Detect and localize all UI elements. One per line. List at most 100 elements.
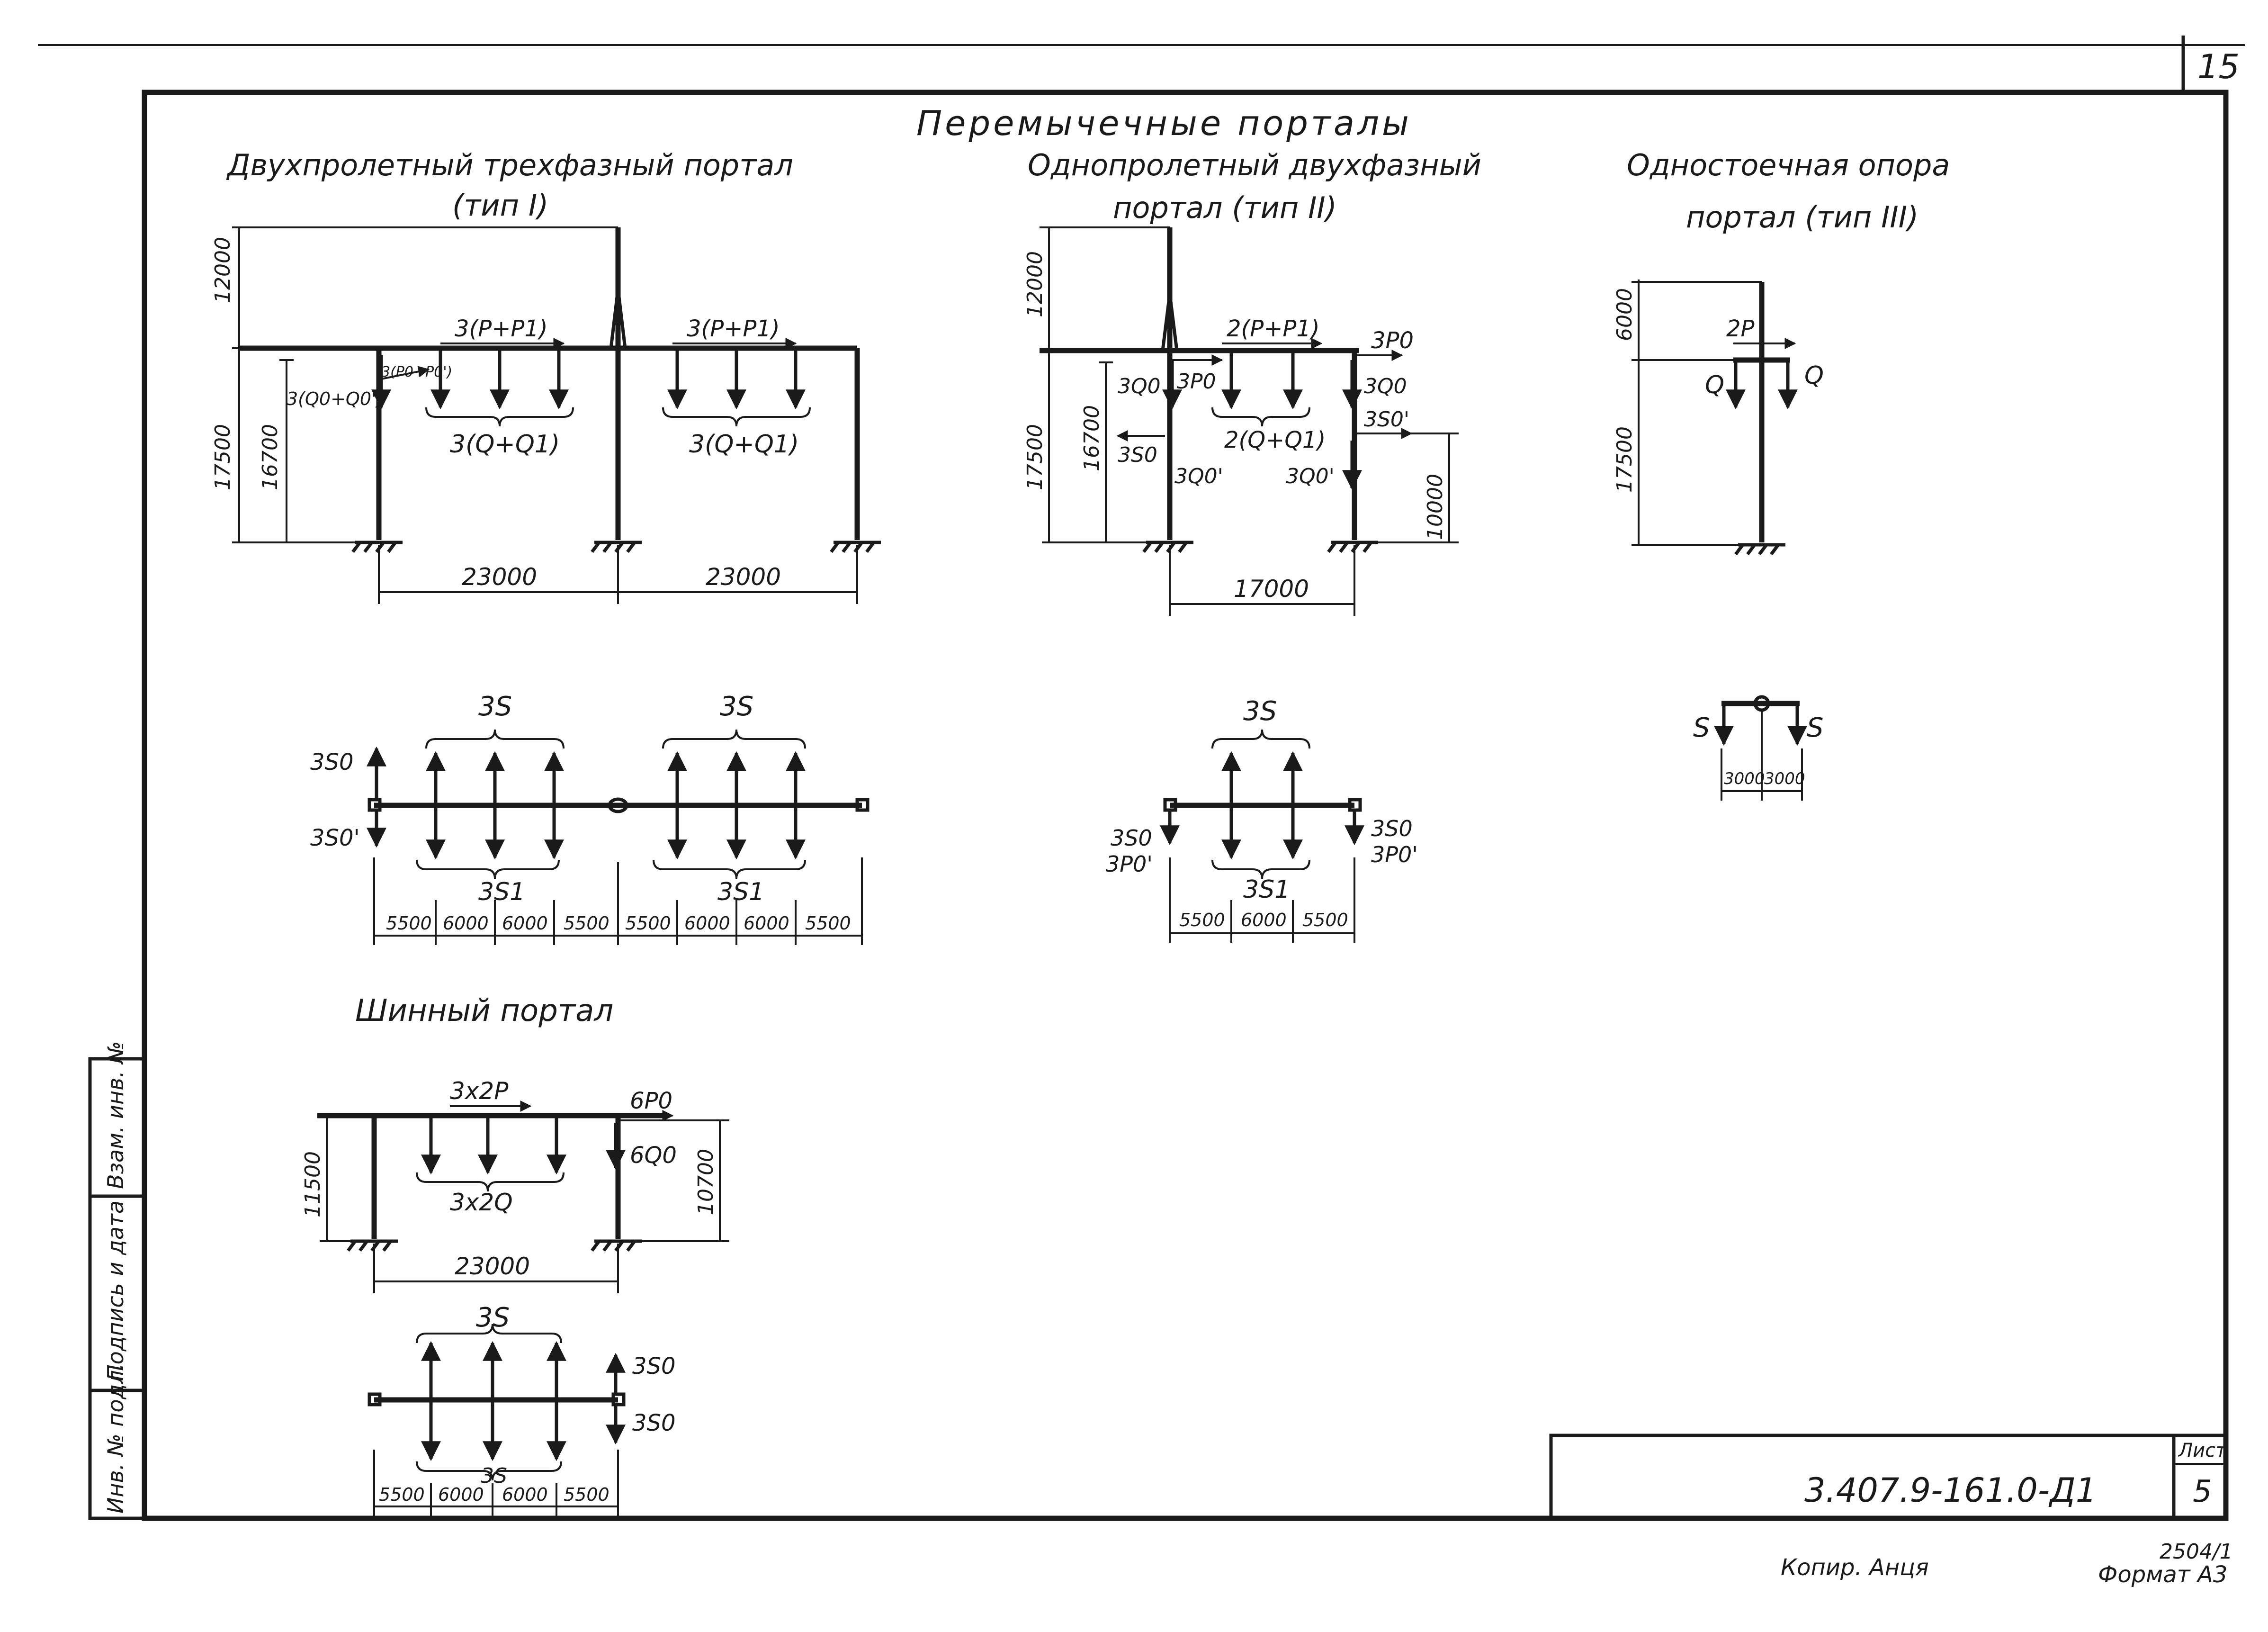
side-stamp-labels: Взам. инв. № Подпись и дата Инв. № подл. <box>103 1041 128 1514</box>
type2-load-q: 2(Q+Q1) <box>1224 427 1326 453</box>
type2-dim-span: 17000 <box>1234 575 1309 603</box>
type1-load-q-span2: 3(Q+Q1) <box>689 430 799 459</box>
type1-plan-dim-4: 5500 <box>564 913 610 934</box>
type1-plan-end-left <box>368 798 382 812</box>
type2-dim-h-total: 17500 <box>1023 424 1047 490</box>
bus-plan-dim-3: 6000 <box>502 1484 548 1505</box>
type1-portal: Двухпролетный трехфазный портал (тип I) … <box>211 148 881 604</box>
type1-title-line2: (тип I) <box>452 188 548 223</box>
type2-plan-s-top: 3S <box>1243 696 1277 727</box>
type3-portal: Одностоечная опора портал (тип III) 6000… <box>1613 148 1950 556</box>
copied-by: Копир. Анця <box>1781 1554 1929 1581</box>
type2-load-q0p-right: 3Q0' <box>1286 464 1335 488</box>
type2-plan-left-s0: 3S0 <box>1111 825 1152 851</box>
type1-plan-s-bot1: 3S1 <box>478 878 525 906</box>
bus-load-p: 3x2P <box>450 1077 509 1105</box>
type1-dim-h-top: 12000 <box>211 237 235 303</box>
type2-plan: 3S 3S1 3S0 3P0' 3S0 3P0' 5500 6000 5500 <box>1106 696 1418 943</box>
type1-dim-h-mid: 16700 <box>258 424 282 490</box>
type2-load-q0-left: 3Q0 <box>1118 374 1161 398</box>
bus-plan-s-top: 3S <box>476 1302 510 1333</box>
type2-dim-h-top: 12000 <box>1023 251 1047 317</box>
bus-plan-dim-4: 5500 <box>564 1484 610 1505</box>
type1-vertical-load-arrows <box>371 351 806 410</box>
type1-plan-dim-5: 5500 <box>625 913 671 934</box>
type2-plan-left-p0: 3P0' <box>1106 851 1153 877</box>
bus-plan-s-bot: 3S <box>481 1464 507 1488</box>
type1-plan-s-top1: 3S <box>478 691 512 722</box>
stamp-vzam-inv: Взам. инв. № <box>103 1041 128 1189</box>
type2-load-p0-right: 3P0 <box>1371 327 1414 354</box>
order-number: 2504/1 <box>2160 1540 2233 1564</box>
type1-plan-hinge <box>608 797 628 813</box>
type2-load-q0p-left: 3Q0' <box>1174 464 1223 488</box>
type2-dim-h-mid: 16700 <box>1080 405 1104 471</box>
bus-dim-span: 23000 <box>455 1253 530 1280</box>
type1-load-p-span1: 3(P+P1) <box>455 316 548 342</box>
bus-title: Шинный портал <box>355 993 613 1028</box>
type2-load-p: 2(P+P1) <box>1227 316 1320 342</box>
stamp-signature-date: Подпись и дата <box>103 1200 128 1381</box>
bus-plan-s0-top: 3S0 <box>632 1353 676 1380</box>
type2-title-line1: Однопролетный двухфазный <box>1028 148 1481 182</box>
bus-plan-dim-2: 6000 <box>438 1484 484 1505</box>
type1-plan-dim-1: 5500 <box>386 913 432 934</box>
bus-dim-h-left: 11500 <box>301 1151 325 1217</box>
sheet-format: Формат А3 <box>2098 1561 2227 1588</box>
type3-load-q-left: Q <box>1705 371 1724 399</box>
type3-load-q-right: Q <box>1804 361 1824 390</box>
type1-plan-end-right <box>855 798 870 812</box>
type2-dim-h-right: 10000 <box>1423 474 1447 540</box>
type1-plan-dim-7: 6000 <box>744 913 789 934</box>
type3-title-line1: Одностоечная опора <box>1627 148 1950 182</box>
bus-load-p0: 6P0 <box>630 1088 672 1114</box>
bus-load-q: 3x2Q <box>450 1189 513 1216</box>
type1-title-line1: Двухпролетный трехфазный портал <box>226 148 793 182</box>
type1-plan-s-top2: 3S <box>720 691 753 722</box>
type2-load-s0-left: 3S0 <box>1118 443 1157 467</box>
bus-portal: Шинный портал 11500 10700 23000 3x2P 3x2… <box>301 993 729 1293</box>
type1-dim-span2: 23000 <box>706 563 781 591</box>
type1-plan: 3S 3S 3S1 3S1 3S0 3S0' 5500 6000 6000 55… <box>310 691 870 945</box>
type1-load-p-span2: 3(P+P1) <box>687 316 780 342</box>
type3-plan-post <box>1753 695 1770 712</box>
type2-plan-right-s0: 3S0 <box>1371 816 1413 841</box>
type2-plan-dim-1: 5500 <box>1179 910 1225 930</box>
type1-load-q-end: 3(Q0+Q0') <box>287 388 383 409</box>
type3-title-line2: портал (тип III) <box>1686 200 1918 234</box>
type2-load-s0-right: 3S0' <box>1364 407 1409 432</box>
bus-dim-h-right: 10700 <box>694 1149 718 1215</box>
type3-plan-dim-2: 3000 <box>1764 769 1805 788</box>
type2-plan-dim-3: 5500 <box>1302 910 1348 930</box>
type3-plan-s-left: S <box>1693 712 1710 743</box>
type3-plan: S S 3000 3000 <box>1693 695 1824 801</box>
type1-dim-h-total: 17500 <box>211 424 235 490</box>
type2-plan-right-p0: 3P0' <box>1371 842 1418 867</box>
type1-plan-dim-6: 6000 <box>684 913 730 934</box>
bus-plan-dim-1: 5500 <box>379 1484 425 1505</box>
type3-plan-dim-1: 3000 <box>1724 769 1765 788</box>
type1-plan-arrows <box>367 746 806 860</box>
type1-plan-dim-8: 5500 <box>805 913 851 934</box>
type3-dim-h-total: 17500 <box>1613 426 1637 493</box>
bus-plan-s0-bot: 3S0 <box>632 1410 676 1436</box>
type2-title-line2: портал (тип II) <box>1113 190 1337 225</box>
type2-plan-s-bot: 3S1 <box>1243 875 1290 904</box>
type1-plan-dim-2: 6000 <box>443 913 489 934</box>
bus-load-q0: 6Q0 <box>630 1142 677 1169</box>
page-number: 15 <box>2197 47 2240 86</box>
type2-plan-dim-2: 6000 <box>1241 910 1287 930</box>
type3-load-p: 2P <box>1726 316 1755 342</box>
sheet-number: 5 <box>2193 1474 2212 1509</box>
sheet-title: Перемычечные порталы <box>916 103 1412 143</box>
type1-plan-s-bot2: 3S1 <box>717 878 764 906</box>
sheet-label: Лист <box>2178 1440 2227 1461</box>
type1-dim-span1: 23000 <box>462 563 537 591</box>
type2-load-q0-right: 3Q0 <box>1364 374 1407 398</box>
type2-portal: Однопролетный двухфазный портал (тип II)… <box>1023 148 1481 616</box>
type1-plan-s0-prime: 3S0' <box>310 825 360 851</box>
stamp-inv-podl: Инв. № подл. <box>103 1363 128 1514</box>
type3-plan-s-right: S <box>1807 712 1824 743</box>
type1-plan-dim-3: 6000 <box>502 913 548 934</box>
